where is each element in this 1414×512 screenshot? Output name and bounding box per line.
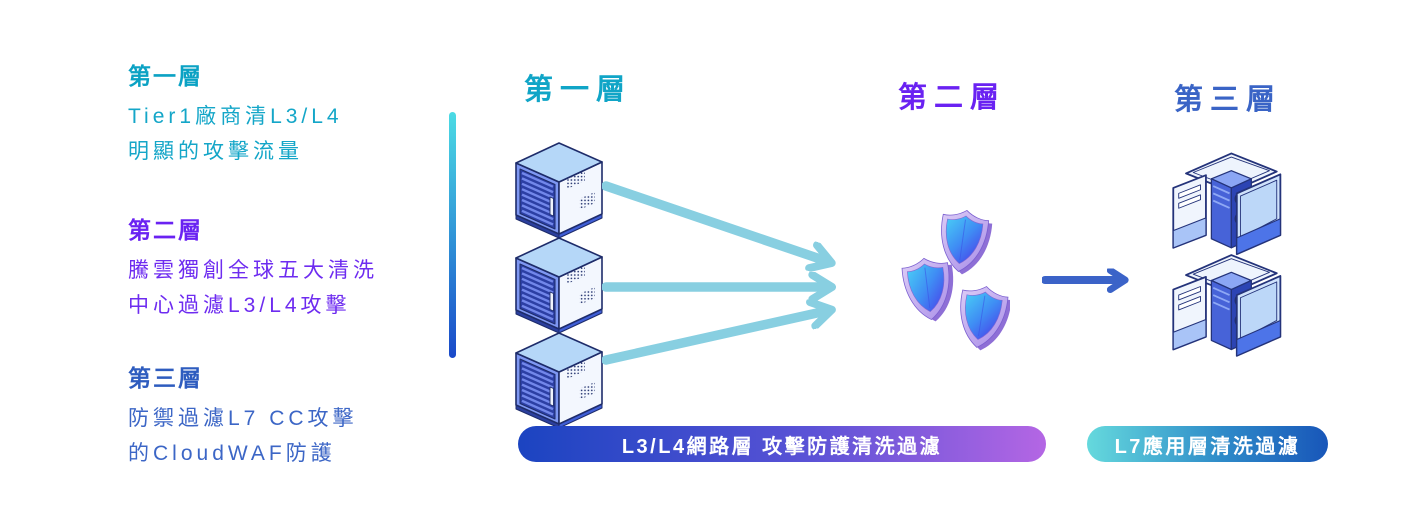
gradient-divider-line <box>449 112 456 358</box>
stage1-heading: 第一層 <box>524 74 633 106</box>
stage2-heading: 第二層 <box>898 82 1007 114</box>
tier3-line1: 防禦過濾L7 CC攻擊 <box>128 407 358 430</box>
tier2-line1: 騰雲獨創全球五大清洗 <box>128 259 378 282</box>
server-tower-stack-icon <box>1172 152 1282 357</box>
tier1-title: 第一層 <box>128 63 203 89</box>
l7-badge-label: L7應用層清洗過濾 <box>1114 435 1301 458</box>
server-rack-stack-icon <box>514 141 604 426</box>
tier3-title: 第三層 <box>128 365 203 391</box>
l3l4-badge-label: L3/L4網路層 攻擊防護清洗過濾 <box>621 435 943 458</box>
tier2-title: 第二層 <box>128 217 203 243</box>
tier3-line2: 的CloudWAF防護 <box>128 442 336 465</box>
traffic-flow-arrows-icon <box>602 181 854 365</box>
l7-application-layer-badge: L7應用層清洗過濾 <box>1087 426 1328 462</box>
tier1-line2: 明顯的攻擊流量 <box>128 140 303 163</box>
l3l4-network-layer-badge: L3/L4網路層 攻擊防護清洗過濾 <box>518 426 1046 462</box>
tier1-description-block: 第一層 Tier1廠商清L3/L4 明顯的攻擊流量 <box>128 57 343 169</box>
shield-group-icon <box>900 206 1010 355</box>
tier1-line1: Tier1廠商清L3/L4 <box>128 105 343 128</box>
stage-arrow-icon <box>1042 258 1150 302</box>
tier2-description-block: 第二層 騰雲獨創全球五大清洗 中心過濾L3/L4攻擊 <box>128 211 378 323</box>
tier2-line2: 中心過濾L3/L4攻擊 <box>128 294 351 317</box>
tier3-description-block: 第三層 防禦過濾L7 CC攻擊 的CloudWAF防護 <box>128 359 358 471</box>
stage3-heading: 第三層 <box>1174 84 1283 116</box>
